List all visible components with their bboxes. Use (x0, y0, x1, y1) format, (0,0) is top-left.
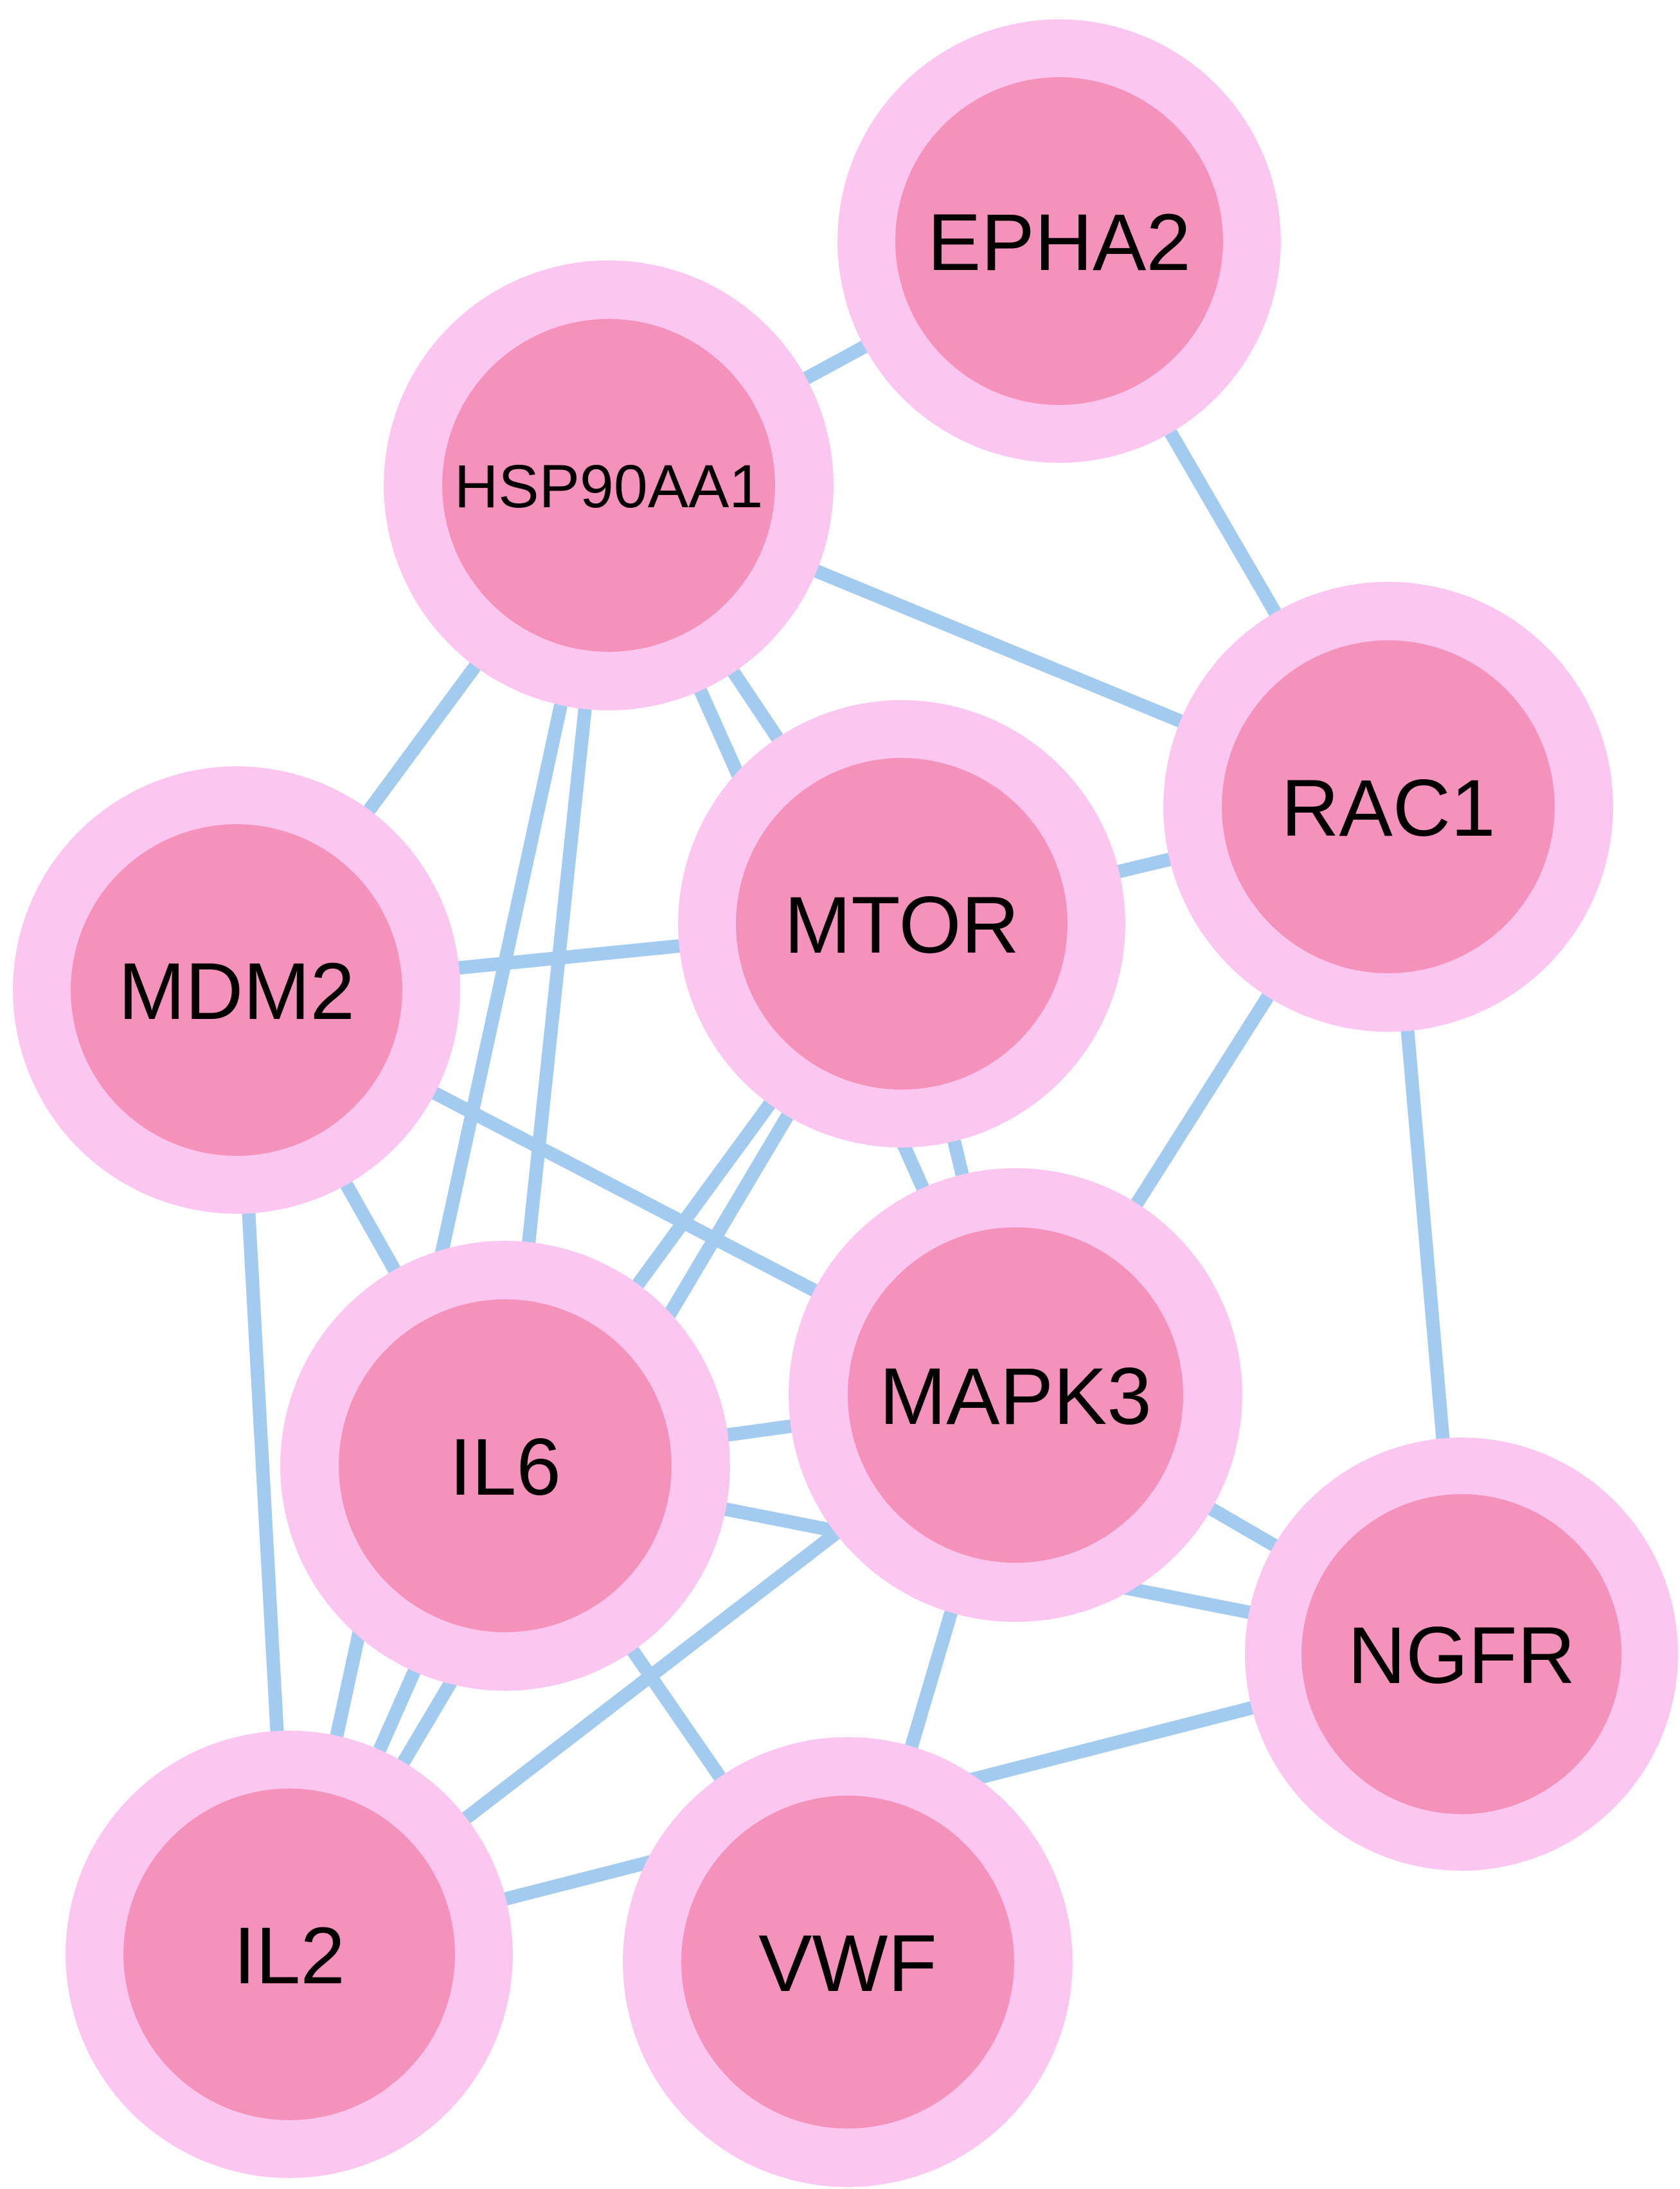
node-il6: IL6 (280, 1241, 730, 1691)
node-label-il6: IL6 (449, 1423, 561, 1512)
node-label-mapk3: MAPK3 (879, 1352, 1152, 1441)
edge-hsp90aa1-il2 (282, 483, 616, 1956)
node-inner-circle (71, 824, 402, 1156)
node-label-ngfr: NGFR (1348, 1611, 1575, 1700)
node-label-vwf: VWF (758, 1919, 937, 2008)
node-label-hsp90aa1: HSP90AA1 (454, 453, 764, 521)
node-inner-circle (736, 758, 1068, 1090)
node-mapk3: MAPK3 (789, 1168, 1242, 1622)
node-epha2: EPHA2 (837, 19, 1281, 463)
node-il2: IL2 (66, 1731, 513, 2178)
node-inner-circle (848, 1227, 1183, 1563)
node-ngfr: NGFR (1245, 1437, 1678, 1871)
node-inner-circle (339, 1299, 672, 1632)
node-inner-circle (895, 77, 1223, 405)
node-inner-circle (123, 1788, 455, 2120)
node-mtor: MTOR (678, 700, 1125, 1148)
node-inner-circle (1222, 640, 1555, 973)
node-hsp90aa1: HSP90AA1 (384, 260, 834, 710)
node-label-mdm2: MDM2 (118, 947, 355, 1036)
node-label-mtor: MTOR (784, 881, 1019, 970)
node-mdm2: MDM2 (13, 766, 460, 1214)
node-inner-circle (681, 1796, 1014, 2129)
node-inner-circle (442, 319, 775, 652)
node-inner-circle (1301, 1494, 1622, 1814)
node-rac1: RAC1 (1163, 582, 1613, 1032)
node-label-rac1: RAC1 (1281, 764, 1495, 853)
node-label-il2: IL2 (233, 1911, 345, 2001)
node-label-epha2: EPHA2 (927, 198, 1191, 287)
node-vwf: VWF (623, 1737, 1073, 2187)
